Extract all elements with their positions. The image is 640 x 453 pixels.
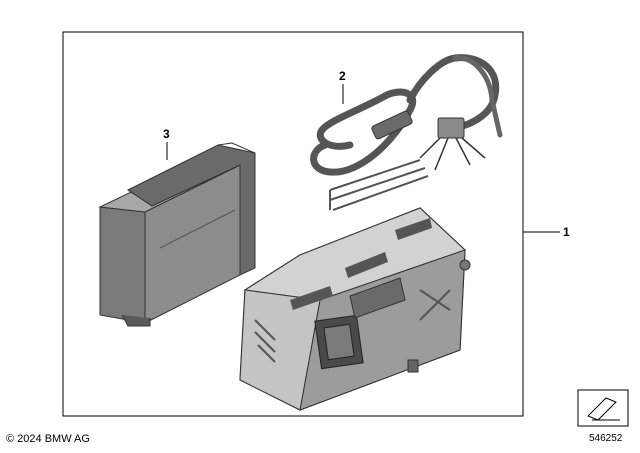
diagram-frame — [62, 31, 524, 417]
callout-3: 3 — [163, 127, 170, 141]
part-2-cable-harness — [310, 54, 503, 211]
callout-2: 2 — [339, 69, 346, 83]
diagram-id: 546252 — [589, 433, 623, 444]
callout-1: 1 — [563, 225, 570, 239]
copyright-text: © 2024 BMW AG — [6, 433, 90, 445]
part-3-pouch — [98, 142, 256, 327]
part-1-housing — [239, 207, 471, 411]
folded-page-arrow-icon — [577, 389, 629, 427]
